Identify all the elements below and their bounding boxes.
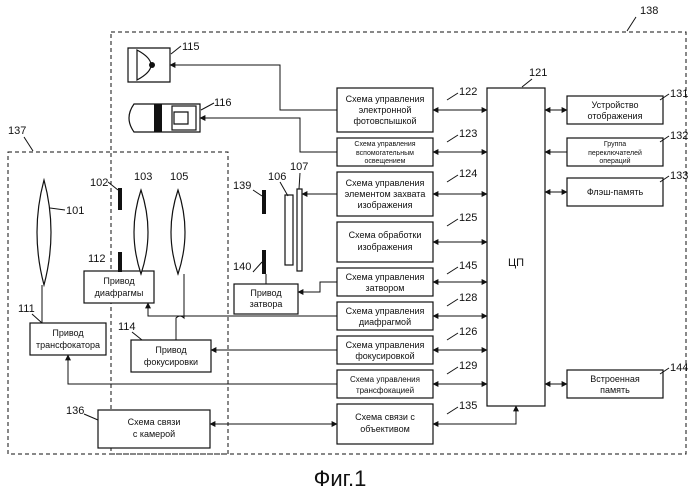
assist-light-text-3: освещением — [365, 158, 406, 165]
cpu-label: ЦП — [508, 257, 524, 269]
ref-115: 115 — [182, 41, 200, 53]
image-processing-text-2: изображения — [357, 242, 412, 252]
lens-101 — [37, 180, 51, 285]
sensor-control-text-3: изображения — [357, 200, 412, 210]
figure-caption: Фиг.1 — [314, 466, 367, 491]
ref-116: 116 — [214, 97, 232, 109]
focus-drive-text-1: Привод — [155, 345, 187, 355]
ref-125: 125 — [459, 212, 477, 224]
image-processing-text-1: Схема обработки — [349, 230, 422, 240]
builtin-memory-text-2: память — [600, 385, 630, 395]
image-sensor-107 — [297, 189, 302, 271]
focus-control-text-1: Схема управления — [346, 340, 425, 350]
ref-139: 139 — [233, 180, 251, 192]
ref-129: 129 — [459, 360, 477, 372]
ref-103: 103 — [134, 171, 152, 183]
display-text-1: Устройство — [591, 100, 638, 110]
sensor-control-text-2: элементом захвата — [345, 189, 426, 199]
flash-unit-icon — [128, 48, 170, 82]
ref-140: 140 — [233, 261, 251, 273]
focus-control-text-2: фокусировкой — [355, 351, 414, 361]
ref-112: 112 — [88, 253, 106, 265]
lens-communication-text-2: объективом — [360, 424, 410, 434]
flash-control-text-1: Схема управления — [346, 94, 425, 104]
ref-121: 121 — [529, 67, 547, 79]
ref-101: 101 — [66, 205, 84, 217]
assist-light-text-1: Схема управления — [354, 141, 415, 148]
ref-102: 102 — [90, 177, 108, 189]
aperture-blade-top — [118, 188, 122, 210]
zoom-control-text-1: Схема управления — [350, 375, 420, 384]
switch-group-text-1: Группа — [604, 141, 626, 148]
aperture-control-text-2: диафрагмой — [359, 317, 411, 327]
camera-communication-text-1: Схема связи — [128, 417, 181, 427]
ref-135: 135 — [459, 400, 477, 412]
shutter-blade-bottom — [262, 250, 266, 274]
switch-group-text-3: операций — [599, 157, 630, 165]
cpu-block — [487, 88, 545, 406]
lens-105 — [171, 190, 185, 274]
ref-105: 105 — [170, 171, 188, 183]
ref-128: 128 — [459, 292, 477, 304]
ref-123: 123 — [459, 128, 477, 140]
lens-communication-text-1: Схема связи с — [355, 412, 415, 422]
assist-light-text-2: вспомогательным — [356, 150, 414, 157]
ref-133: 133 — [670, 170, 688, 182]
aperture-control-text-1: Схема управления — [346, 306, 425, 316]
zoom-control-text-2: трансфокацией — [356, 386, 414, 395]
ref-138: 138 — [640, 5, 658, 17]
ref-106: 106 — [268, 171, 286, 183]
ref-126: 126 — [459, 326, 477, 338]
camera-communication-text-2: с камерой — [133, 429, 175, 439]
shutter-control-text-1: Схема управления — [346, 272, 425, 282]
ref-131: 131 — [670, 88, 688, 100]
shutter-blade-top — [262, 190, 266, 214]
image-sensor-106 — [285, 195, 293, 265]
focus-drive-text-2: фокусировки — [144, 357, 198, 367]
ref-122: 122 — [459, 86, 477, 98]
shutter-drive-text-2: затвора — [250, 299, 283, 309]
aperture-drive-text-1: Привод — [103, 276, 135, 286]
assist-light-icon — [129, 104, 200, 132]
zoom-drive-text-2: трансфокатора — [36, 340, 100, 350]
ref-114: 114 — [118, 321, 136, 333]
switch-group-text-2: переключателей — [588, 149, 642, 157]
ref-137: 137 — [8, 125, 26, 137]
shutter-drive-text-1: Привод — [250, 288, 282, 298]
ref-144: 144 — [670, 362, 688, 374]
zoom-drive-text-1: Привод — [52, 328, 84, 338]
lens-103 — [134, 190, 148, 274]
aperture-drive-text-2: диафрагмы — [95, 288, 144, 298]
builtin-memory-text-1: Встроенная — [590, 374, 640, 384]
flash-control-text-3: фотовспышкой — [353, 116, 416, 126]
shutter-control-text-2: затвором — [366, 283, 405, 293]
display-text-2: отображения — [588, 111, 643, 121]
ref-111: 111 — [18, 303, 35, 315]
sensor-control-text-1: Схема управления — [346, 178, 425, 188]
flash-memory-text: Флэш-память — [587, 187, 644, 197]
ref-145: 145 — [459, 260, 477, 272]
ref-136: 136 — [66, 405, 84, 417]
ref-107: 107 — [290, 161, 308, 173]
ref-124: 124 — [459, 168, 477, 180]
flash-control-text-2: электронной — [359, 105, 412, 115]
ref-132: 132 — [670, 130, 688, 142]
